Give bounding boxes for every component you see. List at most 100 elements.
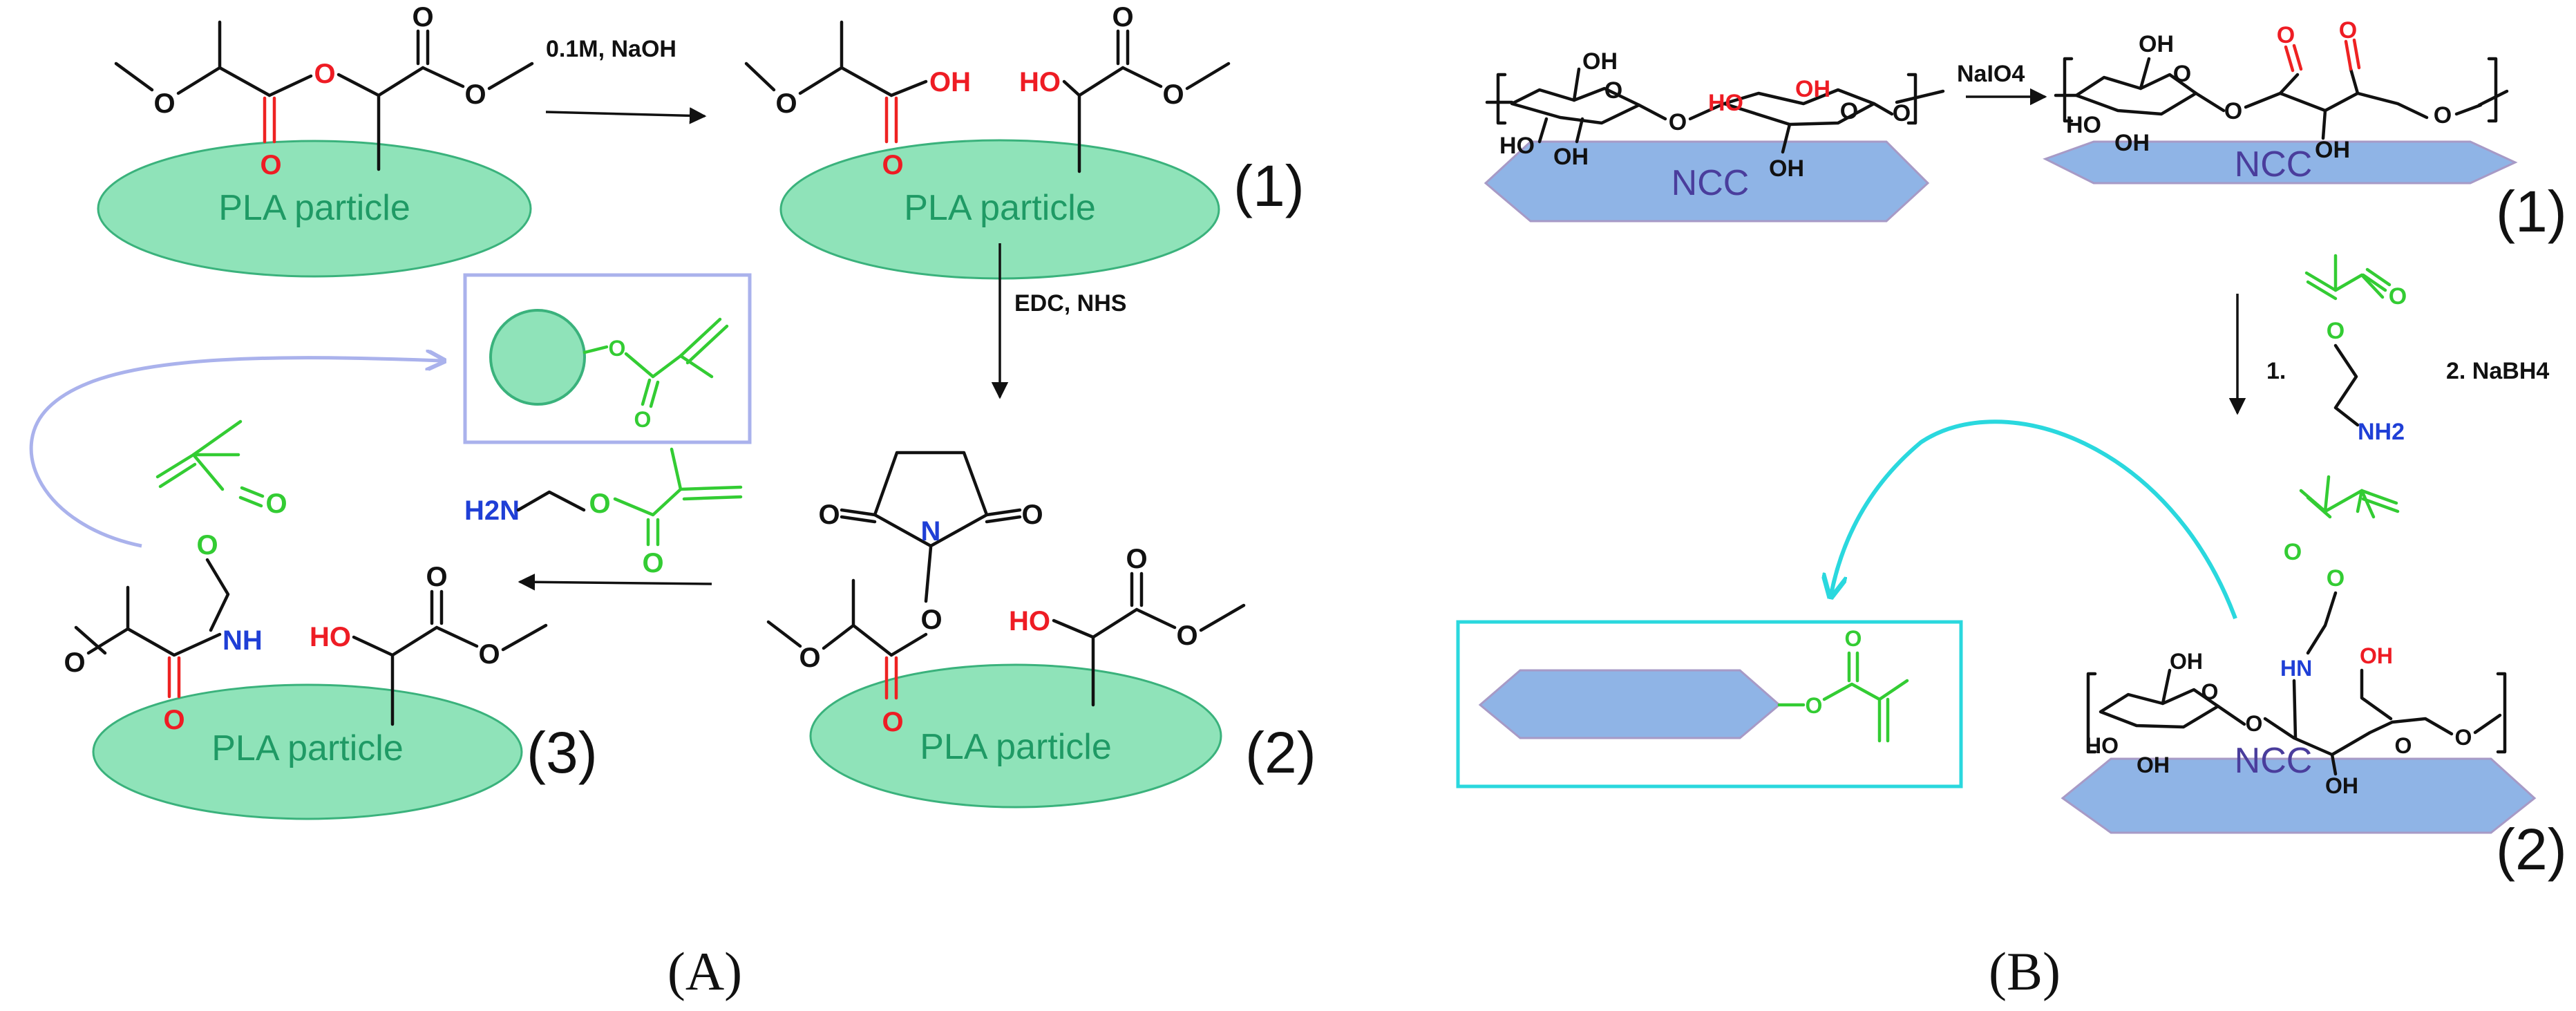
nhs-nitrogen: N	[921, 516, 941, 547]
glycosidic-oxygen-2: O	[1893, 100, 1911, 126]
ncc-crystal-2	[2061, 757, 2537, 834]
hydroxyl-ch2: OH	[2139, 31, 2174, 57]
step2-arrow: EDC, NHS	[991, 243, 1126, 399]
oxygen-atom: O	[775, 88, 797, 119]
step2-reagent-b-1: 1.	[2266, 358, 2286, 384]
hydroxyl-group: OH	[929, 67, 971, 97]
ring-oxygen: O	[2173, 61, 2191, 87]
amine-group-b: NH2	[2358, 419, 2405, 445]
carbonyl-oxygen-2: O	[163, 705, 184, 735]
hydroxyl-ch2: OH	[1582, 48, 1618, 75]
carbonyl-oxygen: O	[2389, 283, 2407, 310]
ncc-crystal-start	[1484, 140, 1930, 223]
loop-arrow-b	[1831, 419, 2237, 620]
ester-oxygen: O	[2327, 565, 2345, 592]
carbonyl-oxygen: O	[634, 407, 652, 432]
carbonyl-oxygen: O	[882, 150, 903, 180]
step2-reagent: EDC, NHS	[1014, 290, 1126, 316]
glycosidic-oxygen: O	[2246, 711, 2263, 736]
nhs-oxygen-left: O	[818, 500, 840, 530]
hydroxyl-left: HO	[2066, 112, 2101, 138]
compound-b1-structure: NCC OH O HO OH O O OH O O	[2043, 17, 2567, 244]
schematic-box-a	[463, 273, 752, 444]
step3-arrow	[518, 573, 712, 591]
ester-oxygen: O	[589, 489, 610, 519]
amine-group: H2N	[464, 495, 520, 526]
hydroxyl-red-1: HO	[1708, 90, 1743, 116]
pla-particle-start	[97, 140, 532, 278]
methoxy-oxygen: O	[1176, 621, 1197, 651]
pla-start-structure: PLA particle O O O O O	[97, 2, 534, 278]
pla-particle-2	[809, 663, 1222, 809]
methoxy-oxygen: O	[1162, 79, 1184, 110]
panel-a-label: (A)	[667, 941, 742, 1001]
schematic-crystal-b	[1478, 669, 1781, 739]
ring-oxygen-2: O	[2434, 102, 2452, 129]
methoxy-oxygen: O	[464, 79, 486, 110]
ester-oxygen: O	[314, 59, 335, 89]
hydroxyl-group-2: HO	[310, 622, 351, 652]
carbonyl-oxygen: O	[1845, 626, 1862, 651]
step3-reagent-structure: H2N O O	[464, 447, 743, 578]
pla-particle-3	[92, 683, 523, 820]
ncc-label: NCC	[2235, 144, 2313, 185]
hydroxyl-bottom-2: OH	[1769, 155, 1804, 182]
amide-nitrogen: NH	[222, 625, 263, 656]
panel-a: PLA particle O O O O O 0.1M, NaOH	[29, 2, 1316, 1001]
carbonyl-oxygen: O	[260, 150, 281, 180]
step2-reagent-b-2: 2. NaBH4	[2446, 358, 2549, 384]
ncc-crystal-1	[2043, 140, 2518, 185]
compound-label-b1: (1)	[2496, 179, 2567, 244]
nhs-oxygen-right: O	[1021, 500, 1043, 530]
ring-oxygen-2: O	[2395, 733, 2412, 758]
aldehyde-oxygen-1: O	[2277, 22, 2295, 48]
hydroxyl-group-2: HO	[1009, 606, 1050, 636]
carbonyl-oxygen: O	[642, 548, 663, 578]
ring-oxygen-2: O	[1840, 98, 1858, 124]
glycosidic-oxygen: O	[1669, 109, 1687, 135]
schematic-box-b	[1456, 620, 1963, 788]
nhs-ester-oxygen: O	[920, 605, 942, 635]
carbonyl-oxygen-3: O	[426, 562, 447, 592]
compound-a3-structure: PLA particle O O NH O O HO O	[64, 419, 598, 820]
carbonyl-oxygen: O	[882, 707, 903, 737]
step1-reagent-b: NaIO4	[1957, 61, 2025, 87]
hydroxyl-bottom-2: OH	[2325, 773, 2358, 798]
pla-particle-label: PLA particle	[920, 727, 1112, 767]
ring-oxygen: O	[2201, 679, 2219, 704]
hydroxyl-bottom: OH	[2114, 130, 2150, 156]
panel-b-label: (B)	[1989, 941, 2061, 1001]
hydroxyl-bottom: OH	[2137, 753, 2170, 777]
ncc-label: NCC	[1671, 163, 1750, 203]
aldehyde-oxygen-2: O	[2339, 17, 2357, 44]
compound-a1-structure: PLA particle O O OH HO O O (1)	[744, 2, 1305, 280]
hydroxyl-ch2: OH	[2170, 649, 2203, 674]
oxygen-atom: O	[153, 88, 175, 119]
methoxy-oxygen: O	[478, 639, 500, 670]
panel-b: NCC OH O HO OH O HO OH O OH	[1456, 17, 2567, 1001]
compound-label-a1: (1)	[1233, 153, 1305, 218]
carbonyl-oxygen-2: O	[412, 2, 433, 32]
hydroxyl-left: HO	[2085, 733, 2119, 758]
pla-particle-label: PLA particle	[218, 188, 410, 228]
compound-a2-structure: PLA particle O O N O O O HO O	[766, 451, 1316, 809]
hydroxyl-group-2: HO	[1019, 67, 1061, 97]
ester-oxygen: O	[196, 530, 218, 560]
compound-label-b2: (2)	[2496, 817, 2567, 882]
product-schematic-a: O O	[463, 273, 752, 444]
step1-arrow: 0.1M, NaOH	[545, 36, 707, 124]
pla-particle-label: PLA particle	[904, 188, 1096, 228]
ncc-start-structure: NCC OH O HO OH O HO OH O OH	[1484, 48, 1945, 223]
ester-oxygen: O	[1806, 693, 1823, 718]
pla-particle-label: PLA particle	[211, 728, 404, 768]
oxygen-atom: O	[64, 648, 85, 678]
compound-label-a2: (2)	[1245, 720, 1316, 785]
carbonyl-oxygen-2: O	[1112, 2, 1133, 32]
ncc-label: NCC	[2235, 741, 2313, 781]
compound-b2-structure: NCC O O HN OH OH HO OH O	[2061, 475, 2567, 882]
hydroxyl-red: OH	[2360, 643, 2393, 668]
hydroxyl-bottom-2: OH	[2315, 137, 2350, 163]
product-schematic-b: O O	[1456, 620, 1963, 788]
carbonyl-oxygen: O	[265, 489, 287, 519]
